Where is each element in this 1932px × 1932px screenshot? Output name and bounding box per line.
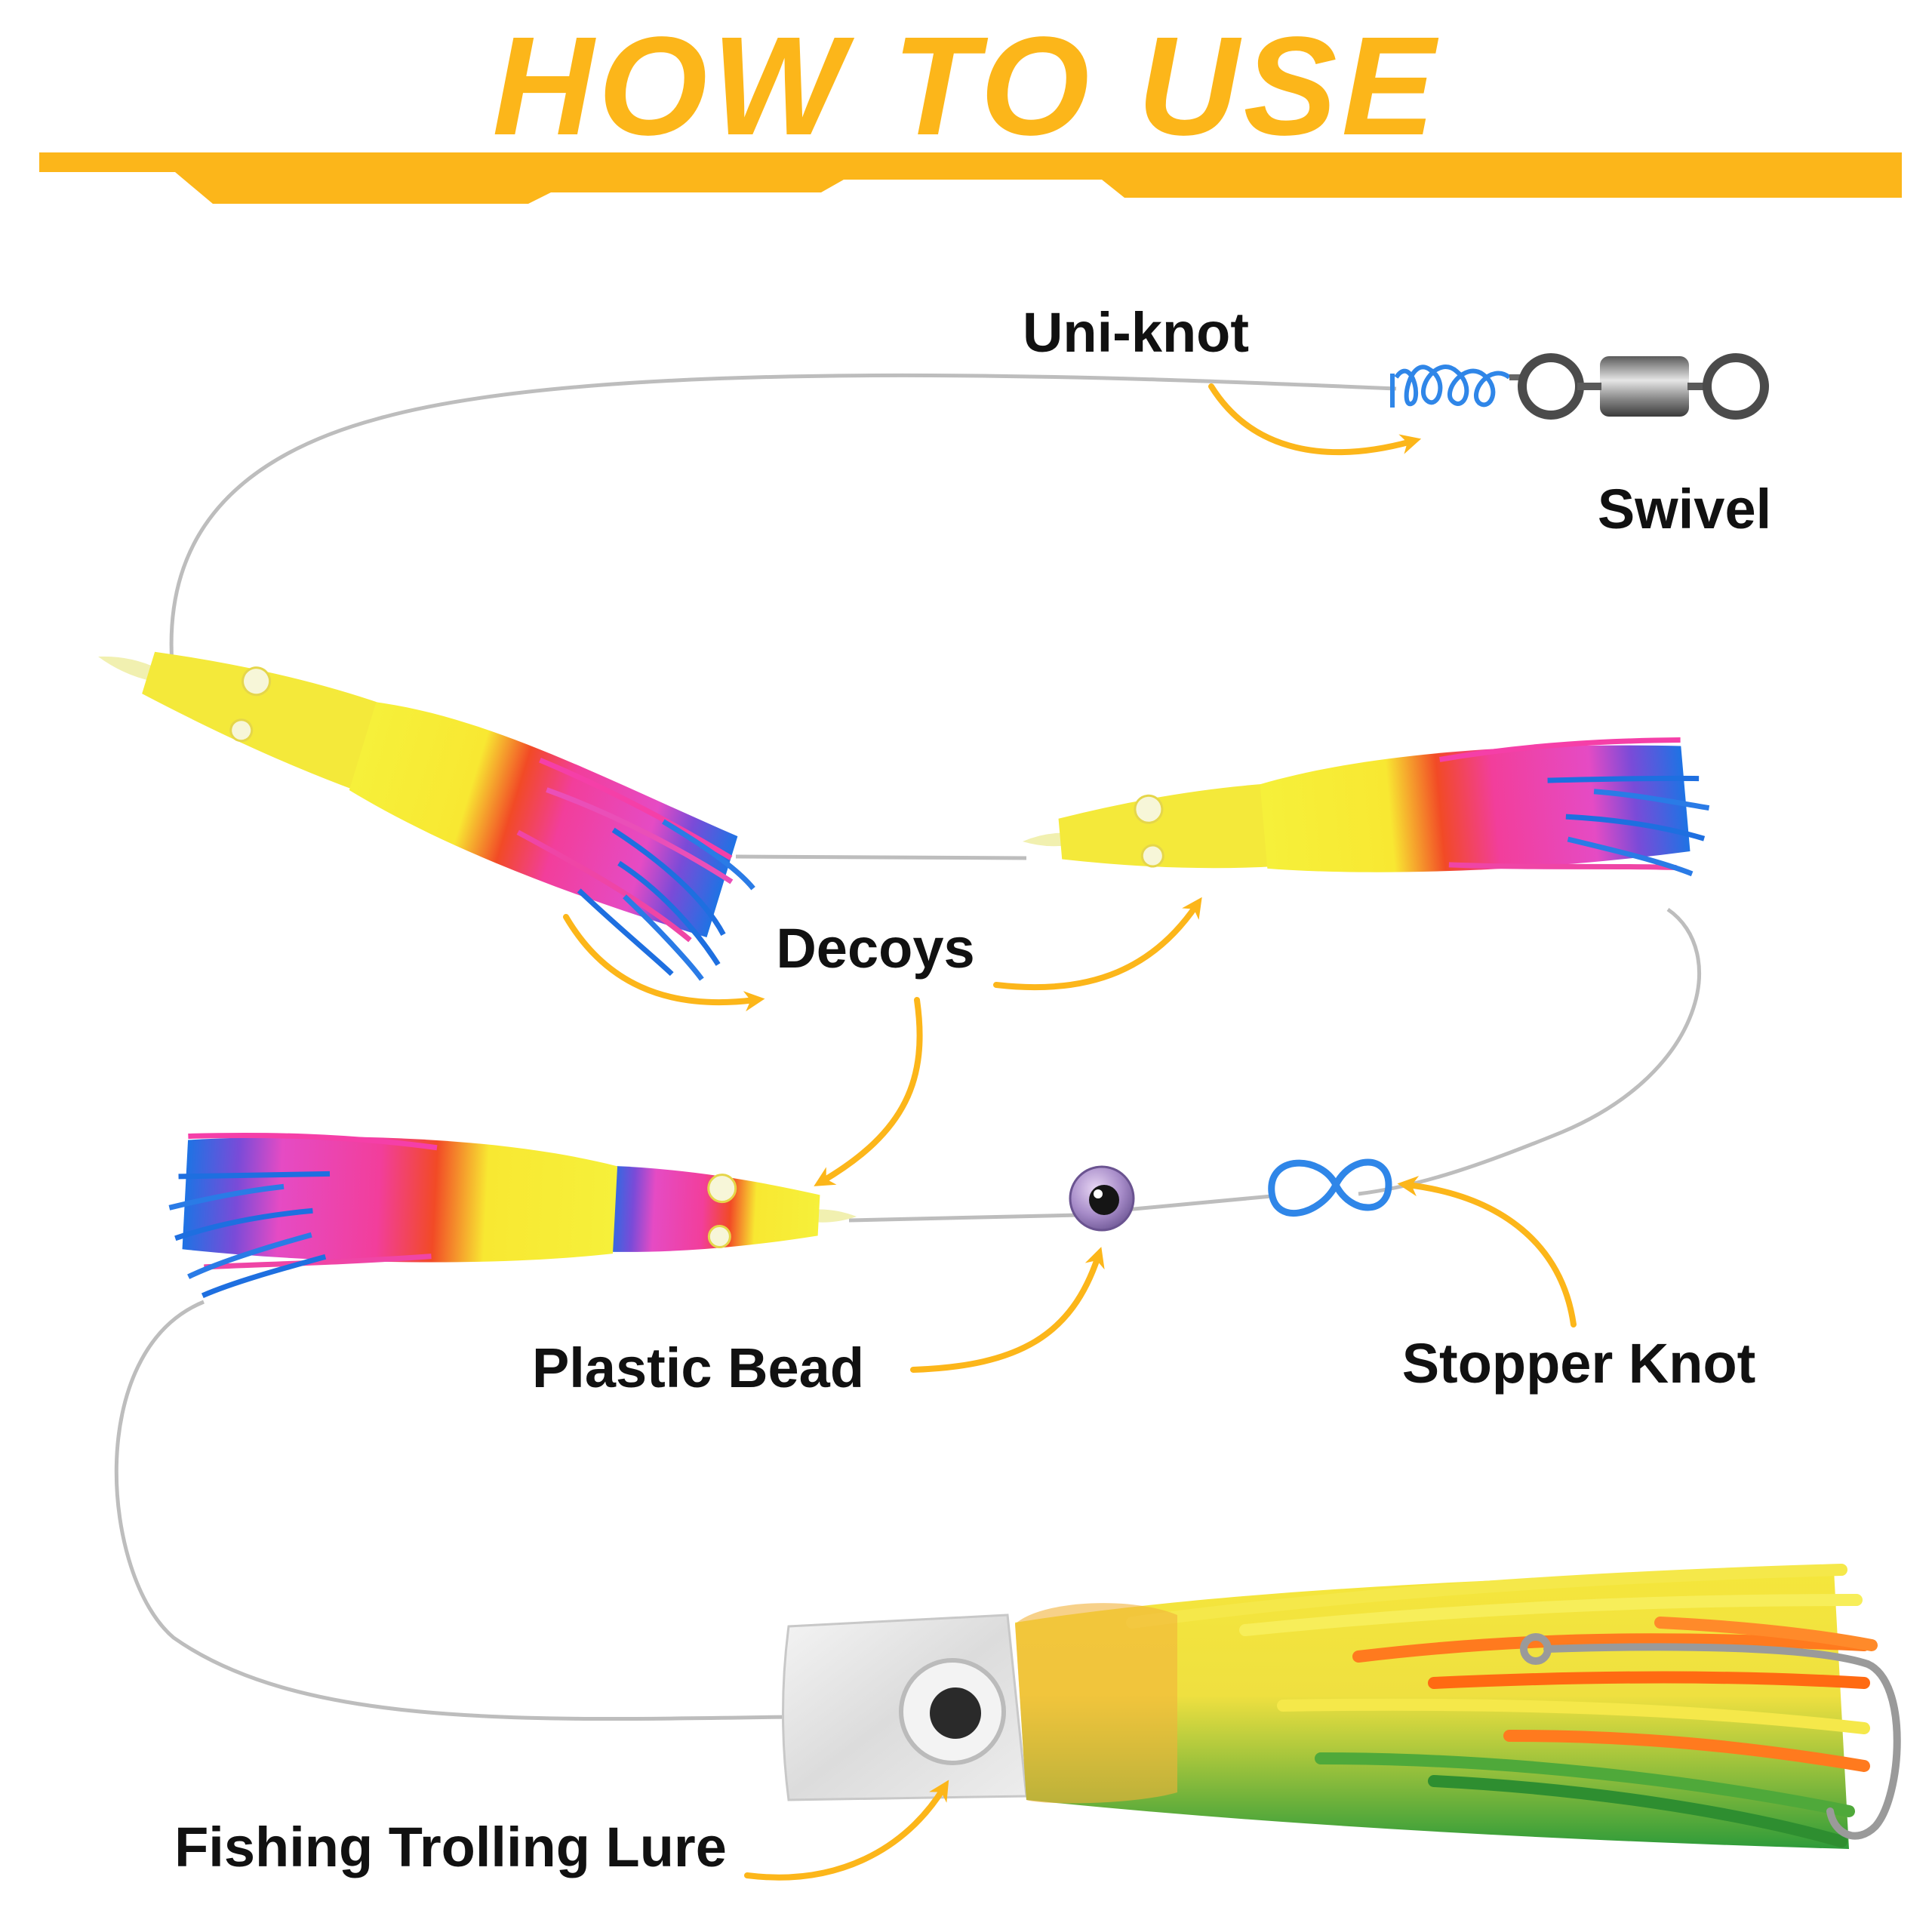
labels: Uni-knot Swivel Decoys Plastic Bead Stop…: [174, 301, 1771, 1878]
fishing-trolling-lure: [782, 1564, 1901, 1849]
arrow-stopper-knot: [1397, 1176, 1577, 1327]
decoy-2: [1023, 737, 1710, 877]
label-fishing-trolling-lure: Fishing Trolling Lure: [174, 1816, 727, 1878]
arrow-plastic-bead: [910, 1247, 1105, 1373]
arrow-decoys-right: [993, 897, 1202, 990]
decoy-3: [168, 1132, 857, 1298]
header: HOW TO USE: [39, 8, 1902, 204]
stopper-knot: [1268, 1158, 1392, 1217]
label-decoys: Decoys: [776, 917, 974, 980]
header-banner: [39, 152, 1902, 204]
swivel: [1509, 353, 1769, 420]
arrow-trolling-lure: [744, 1780, 949, 1881]
label-stopper-knot: Stopper Knot: [1402, 1332, 1756, 1395]
leader-line: [114, 373, 1701, 1721]
label-plastic-bead: Plastic Bead: [532, 1337, 864, 1399]
arrows: [563, 383, 1577, 1881]
arrow-decoys-down: [814, 997, 923, 1186]
page-title: HOW TO USE: [492, 8, 1439, 165]
arrow-decoys-left: [563, 914, 765, 1012]
arrow-uni-knot: [1208, 383, 1422, 455]
plastic-bead: [1069, 1165, 1135, 1232]
uni-knot: [1390, 365, 1511, 408]
label-swivel: Swivel: [1598, 478, 1771, 540]
label-uni-knot: Uni-knot: [1023, 301, 1249, 364]
decoy-1: [98, 651, 755, 981]
